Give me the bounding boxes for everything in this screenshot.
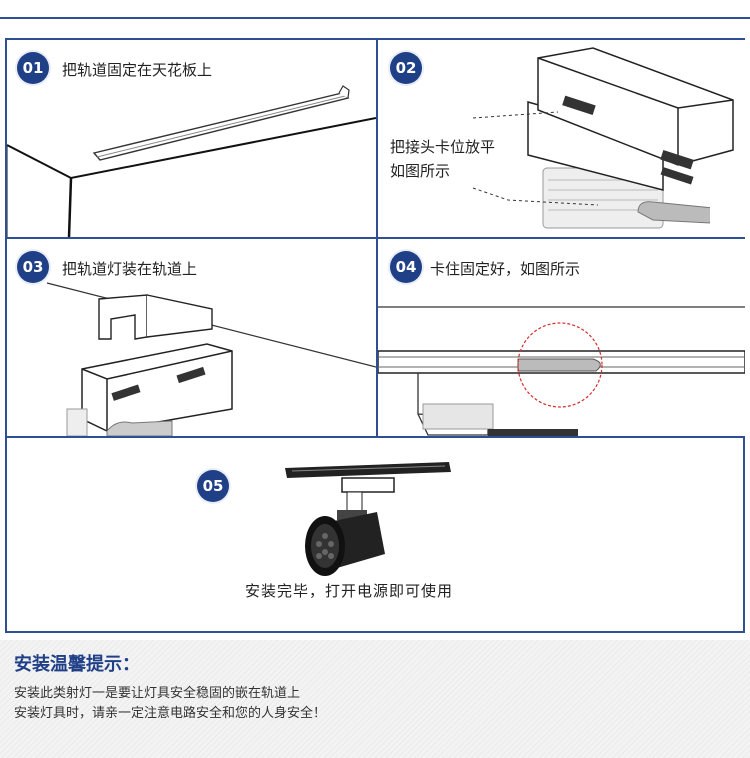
step-03-badge: 03: [17, 251, 49, 283]
installation-tips: 安装温馨提示： 安装此类射灯一是要让灯具安全稳固的嵌在轨道上 安装灯具时，请亲一…: [0, 640, 750, 758]
tips-title: 安装温馨提示：: [14, 654, 140, 675]
installation-steps-grid: 01 把轨道固定在天花板上 02 把接头卡位放平 如图所示: [5, 38, 745, 633]
ceiling-track-illustration: [7, 85, 376, 237]
step-02-text-line1: 把接头卡位放平: [390, 138, 496, 156]
step-03-panel: 03 把轨道灯装在轨道上: [7, 239, 376, 436]
locked-connector-illustration: [378, 306, 745, 436]
installed-spotlight-illustration: [285, 462, 451, 576]
mounting-light-illustration: [46, 282, 376, 436]
step-05-text: 安装完毕，打开电源即可使用: [245, 582, 454, 600]
step-01-badge: 01: [17, 52, 49, 84]
tips-line-1: 安装此类射灯一是要让灯具安全稳固的嵌在轨道上: [14, 686, 301, 701]
grid-divider-h1: [7, 237, 743, 239]
top-divider: [0, 0, 750, 19]
step-03-text: 把轨道灯装在轨道上: [62, 260, 198, 278]
step-02-text-line2: 如图所示: [390, 162, 451, 180]
connector-illustration: [472, 47, 745, 235]
step-04-text: 卡住固定好，如图所示: [430, 260, 581, 278]
grid-divider-h2: [7, 436, 743, 438]
step-02-badge: 02: [390, 52, 422, 84]
step-05-panel: 05 安装完毕，打开电源即可使用: [7, 438, 743, 631]
step-04-panel: 04 卡住固定好，如图所示: [378, 239, 745, 436]
step-05-badge: 05: [197, 470, 229, 502]
step-01-panel: 01 把轨道固定在天花板上: [7, 40, 376, 237]
step-04-badge: 04: [390, 251, 422, 283]
tips-line-2: 安装灯具时，请亲一定注意电路安全和您的人身安全！: [14, 706, 327, 721]
step-01-text: 把轨道固定在天花板上: [62, 61, 213, 79]
step-02-panel: 02 把接头卡位放平 如图所示: [378, 40, 745, 237]
